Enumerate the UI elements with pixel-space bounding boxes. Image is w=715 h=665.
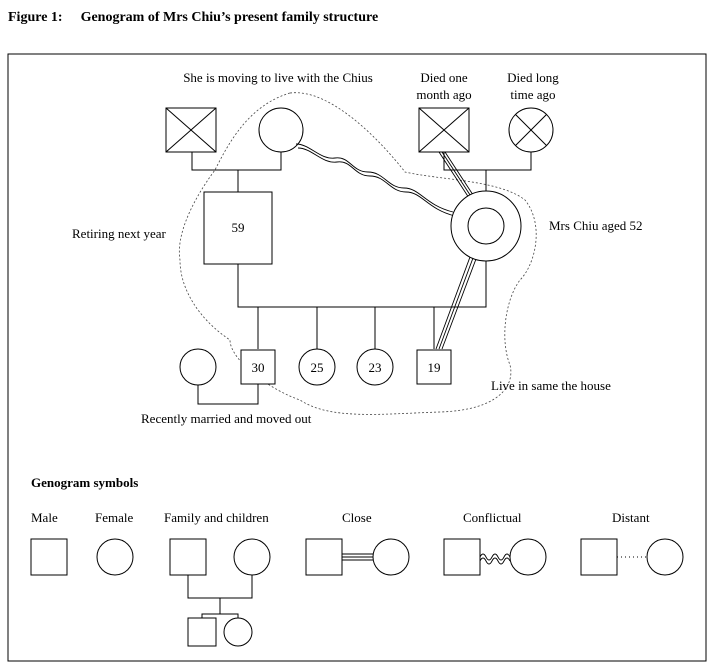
legend-distant-symbol <box>580 538 684 576</box>
legend-female-label: Female <box>95 510 133 525</box>
conflict-line-mother-in-law <box>295 143 456 217</box>
husband-parents-union <box>191 152 282 171</box>
husband-age: 59 <box>232 220 245 235</box>
son1-age: 30 <box>252 360 265 375</box>
husband-father-deceased <box>165 107 217 153</box>
note-died-one-2: month ago <box>416 87 471 102</box>
mrs-chiu-mother-deceased <box>508 107 554 153</box>
note-married: Recently married and moved out <box>141 411 312 426</box>
mrs-chiu-father-deceased <box>418 107 470 153</box>
legend-conflictual-label: Conflictual <box>463 510 522 525</box>
close-line-mrs-chiu-father <box>438 151 478 202</box>
close-line-mrs-chiu-son <box>435 256 477 350</box>
household-boundary <box>178 92 537 415</box>
mrs-chiu-parents-union <box>443 152 532 171</box>
son1-wife-node <box>179 348 217 386</box>
note-same-house: Live in same the house <box>491 378 611 393</box>
daughter2-age: 23 <box>369 360 382 375</box>
legend-female-symbol <box>96 538 134 576</box>
son2-age: 19 <box>428 360 441 375</box>
legend-distant-label: Distant <box>612 510 650 525</box>
legend-title: Genogram symbols <box>31 475 138 490</box>
note-retiring: Retiring next year <box>72 226 167 241</box>
daughter2-node <box>356 348 394 386</box>
figure-title-text: Genogram of Mrs Chiu’s present family st… <box>80 10 379 25</box>
husband-mother <box>258 107 304 153</box>
daughter1-age: 25 <box>311 360 324 375</box>
note-mrs-chiu: Mrs Chiu aged 52 <box>549 218 643 233</box>
legend-close-symbol <box>305 538 410 576</box>
legend-conflictual-symbol <box>443 538 547 576</box>
note-died-one-1: Died one <box>420 70 468 85</box>
legend-family-label: Family and children <box>164 510 269 525</box>
figure-number: Figure 1: <box>8 10 63 25</box>
note-died-long-1: Died long <box>507 70 559 85</box>
mrs-chiu-node <box>450 190 522 262</box>
daughter1-node <box>298 348 336 386</box>
husband-node <box>203 191 273 265</box>
legend-family-symbol <box>169 538 271 647</box>
son1-marriage-line <box>197 384 259 405</box>
legend-male-symbol <box>30 538 68 576</box>
figure-title: Figure 1: Genogram of Mrs Chiu’s present … <box>8 10 378 26</box>
legend-close-label: Close <box>342 510 372 525</box>
note-died-long-2: time ago <box>510 87 555 102</box>
figure-frame <box>7 53 707 662</box>
marriage-line <box>237 261 487 308</box>
legend-male-label: Male <box>31 510 58 525</box>
son2-node <box>416 349 452 385</box>
note-moving: She is moving to live with the Chius <box>183 70 373 85</box>
